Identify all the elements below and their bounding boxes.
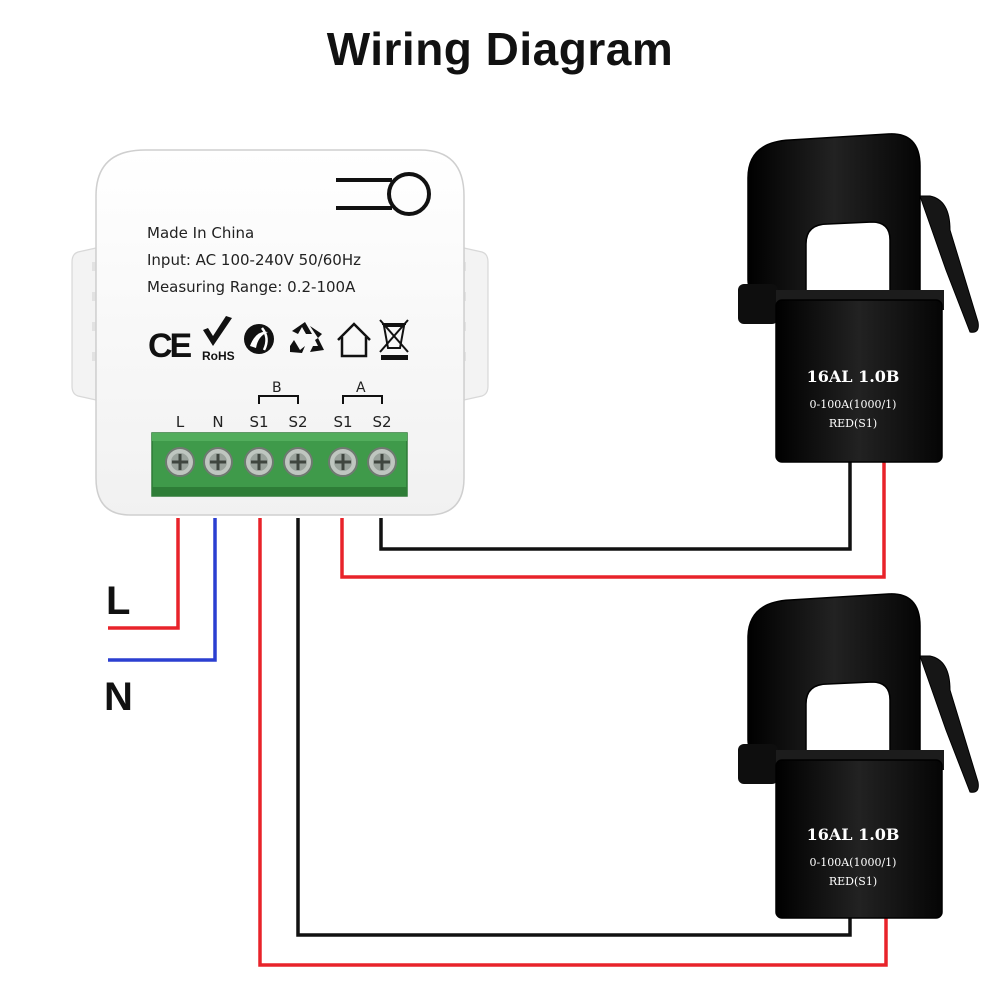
ce-mark-icon: CE — [148, 327, 195, 365]
current-clamp-b: 16AL 1.0B 0-100A(1000/1) RED(S1) — [738, 593, 979, 919]
terminal-label-b-s2: S2 — [288, 413, 307, 431]
input-spec-text: Input: AC 100-240V 50/60Hz — [147, 251, 361, 269]
clamp-a-jaw — [747, 133, 921, 293]
screw-icon — [283, 447, 313, 477]
energy-meter-module: Made In China Input: AC 100-240V 50/60Hz… — [71, 149, 489, 516]
screw-icon — [367, 447, 397, 477]
ct-b-s2-wire — [296, 518, 852, 937]
live-label: L — [106, 579, 130, 623]
screw-icon — [165, 447, 195, 477]
wires — [108, 462, 888, 967]
clamp-a-model: 16AL 1.0B — [807, 367, 900, 386]
terminal-label-a-s1: S1 — [333, 413, 352, 431]
ct-b-s1-wire — [258, 518, 888, 967]
clamp-a-body — [775, 299, 943, 463]
clamp-b-model: 16AL 1.0B — [807, 825, 900, 844]
channel-b-label: B — [272, 380, 282, 396]
live-wire — [108, 518, 180, 630]
clamp-b-note: RED(S1) — [829, 875, 877, 888]
module-body — [95, 149, 465, 516]
clamp-b-body — [775, 759, 943, 919]
clamp-a-rating: 0-100A(1000/1) — [810, 398, 897, 411]
channel-a-label: A — [356, 380, 366, 396]
screw-icon — [244, 447, 274, 477]
house-icon — [337, 322, 371, 358]
neutral-label: N — [104, 675, 133, 719]
clamp-b-rating: 0-100A(1000/1) — [810, 856, 897, 869]
channel-b-bracket — [258, 395, 299, 404]
clamp-b-jaw — [747, 593, 921, 753]
neutral-wire — [108, 518, 217, 662]
made-in-text: Made In China — [147, 224, 254, 242]
diagram-title: Wiring Diagram — [326, 23, 674, 75]
right-mounting-clip — [463, 247, 489, 401]
ct-a-s1-wire — [340, 462, 886, 579]
measuring-range-text: Measuring Range: 0.2-100A — [147, 278, 356, 296]
left-mounting-clip — [71, 247, 97, 401]
terminal-label-b-s1: S1 — [249, 413, 268, 431]
clamp-a-note: RED(S1) — [829, 417, 877, 430]
terminal-label-a-s2: S2 — [372, 413, 391, 431]
terminal-label-n: N — [212, 413, 223, 431]
terminal-label-l: L — [176, 413, 185, 431]
svg-text:CE: CE — [148, 327, 192, 365]
screw-icon — [328, 447, 358, 477]
reset-button-symbol-icon — [336, 172, 431, 216]
rohs-check-icon: RoHS — [202, 316, 235, 363]
weee-bin-icon — [379, 319, 409, 360]
svg-text:RoHS: RoHS — [202, 349, 235, 363]
screw-icon — [203, 447, 233, 477]
terminal-screws — [165, 447, 397, 477]
channel-a-bracket — [342, 395, 383, 404]
recycle-icon — [290, 322, 324, 353]
ct-a-s2-wire — [379, 462, 852, 551]
green-dot-icon — [244, 324, 274, 354]
current-clamp-a: 16AL 1.0B 0-100A(1000/1) RED(S1) — [738, 133, 979, 463]
